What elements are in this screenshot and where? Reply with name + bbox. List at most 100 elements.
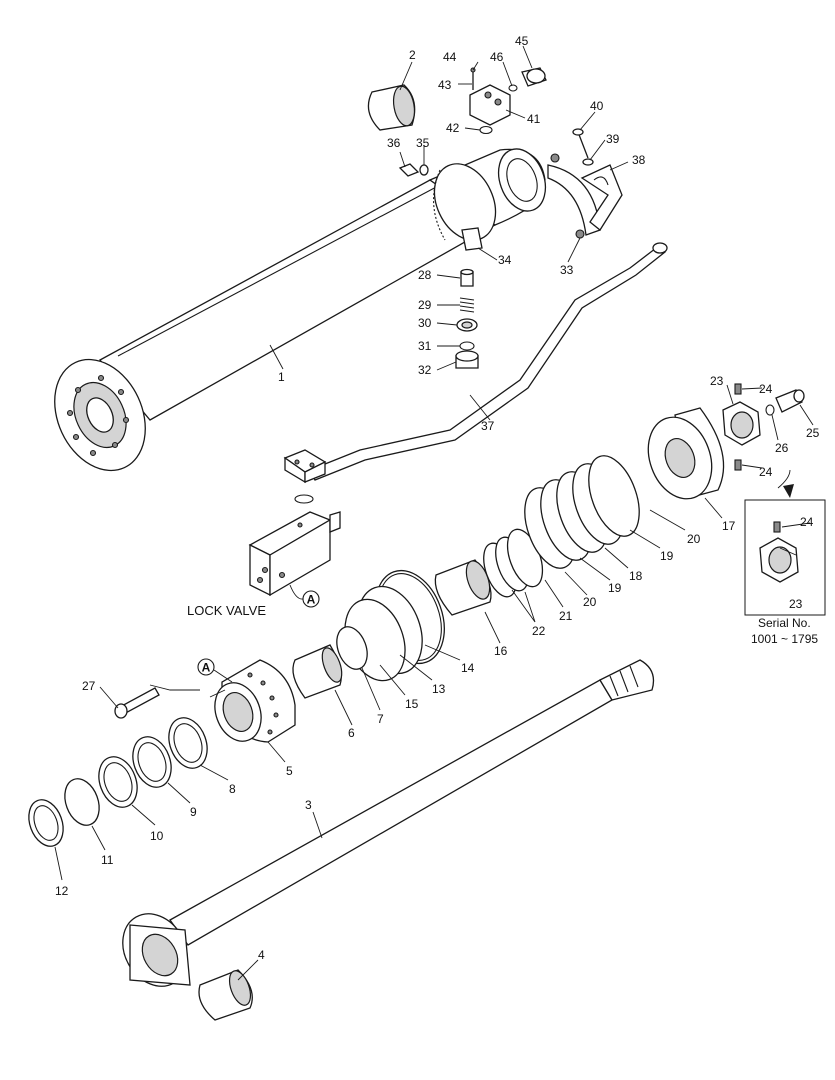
seal-11 — [64, 778, 100, 826]
oring-42 — [479, 125, 493, 135]
label-33: 33 — [560, 263, 574, 277]
seal-9 — [132, 736, 172, 788]
seal-8 — [168, 717, 208, 769]
bolt-40 — [572, 128, 589, 159]
ref-marker-text: A — [202, 661, 211, 675]
leader-lines — [54, 45, 814, 981]
label-28: 28 — [418, 268, 432, 282]
ref-marker-rod-cover: A — [197, 658, 215, 676]
label-6: 6 — [348, 726, 355, 740]
ref-marker-lock-valve: A — [302, 590, 320, 608]
washer-35 — [419, 164, 429, 176]
label-19-a: 19 — [660, 549, 674, 563]
label-18: 18 — [629, 569, 643, 583]
bolt-36 — [398, 163, 420, 177]
label-34: 34 — [498, 253, 512, 267]
label-22: 22 — [532, 624, 546, 638]
label-11: 11 — [101, 853, 114, 867]
label-44: 44 — [443, 50, 457, 64]
ring-20b — [588, 455, 640, 537]
ref-leader-lock — [289, 584, 304, 600]
cylinder-tube — [54, 148, 547, 472]
piston-17 — [647, 407, 725, 500]
label-5: 5 — [286, 764, 293, 778]
label-46: 46 — [490, 50, 504, 64]
label-14: 14 — [461, 661, 475, 675]
label-39: 39 — [606, 132, 620, 146]
label-38: 38 — [632, 153, 646, 167]
screw-44-43 — [470, 67, 476, 90]
clamp-33 — [547, 153, 601, 239]
pipe-37 — [309, 242, 668, 481]
label-27: 27 — [82, 679, 96, 693]
label-31: 31 — [418, 339, 432, 353]
label-8: 8 — [229, 782, 236, 796]
label-21: 21 — [559, 609, 573, 623]
label-3: 3 — [305, 798, 312, 812]
label-23-a: 23 — [710, 374, 724, 388]
serial-inset-box — [744, 499, 826, 616]
bolt-27 — [114, 687, 160, 719]
oring-46 — [508, 84, 518, 92]
callout-arrowhead — [783, 484, 794, 498]
bushing-4 — [198, 969, 253, 1021]
label-43: 43 — [438, 78, 452, 92]
port-block — [469, 84, 511, 126]
cap-32 — [455, 350, 479, 369]
nut-23 — [722, 401, 761, 446]
label-20-b: 20 — [583, 595, 597, 609]
oring-lock-valve — [294, 494, 314, 504]
label-23-b: 23 — [789, 597, 803, 611]
ring-7 — [336, 626, 368, 670]
setscrew-24a — [734, 383, 742, 395]
label-40: 40 — [590, 99, 604, 113]
label-17: 17 — [722, 519, 736, 533]
fitting-45 — [521, 67, 547, 87]
serial-label: Serial No. — [758, 616, 811, 630]
bushing-2 — [367, 84, 416, 131]
label-26: 26 — [775, 441, 789, 455]
label-16: 16 — [494, 644, 508, 658]
part-number-labels: 1 2 3 4 5 6 7 8 9 10 11 12 13 14 15 16 1… — [55, 34, 820, 962]
clamp-34 — [461, 227, 483, 251]
rod-cover-5 — [214, 659, 296, 743]
pin-25 — [775, 389, 805, 413]
label-20-a: 20 — [687, 532, 701, 546]
bushing-6 — [292, 644, 343, 699]
label-24-a: 24 — [759, 382, 773, 396]
label-2: 2 — [409, 48, 416, 62]
label-35: 35 — [416, 136, 430, 150]
lock-valve-label: LOCK VALVE — [187, 603, 266, 618]
seal-10 — [98, 756, 138, 808]
serial-range: 1001 ~ 1795 — [751, 632, 818, 646]
label-19-b: 19 — [608, 581, 622, 595]
oring-26 — [765, 404, 775, 416]
plug-28 — [460, 268, 474, 287]
setscrew-24b — [734, 459, 742, 471]
label-32: 32 — [418, 363, 432, 377]
spring-29 — [459, 297, 475, 313]
label-45: 45 — [515, 34, 529, 48]
label-1: 1 — [278, 370, 285, 384]
label-36: 36 — [387, 136, 401, 150]
label-25: 25 — [806, 426, 820, 440]
bushing-16 — [434, 559, 492, 616]
label-4: 4 — [258, 948, 265, 962]
label-7: 7 — [377, 712, 384, 726]
label-13: 13 — [432, 682, 446, 696]
label-24-b: 24 — [759, 465, 773, 479]
lock-valve-block — [248, 511, 341, 597]
washer-39 — [582, 158, 594, 166]
label-37: 37 — [481, 419, 495, 433]
bracket-38 — [580, 164, 623, 231]
label-12: 12 — [55, 884, 69, 898]
seal-12 — [28, 799, 64, 847]
callout-arrow — [777, 469, 791, 489]
ref-marker-text: A — [307, 593, 316, 607]
label-30: 30 — [418, 316, 432, 330]
label-24-c: 24 — [800, 515, 814, 529]
piston-rod-3 — [122, 659, 655, 987]
label-41: 41 — [527, 112, 541, 126]
lock-valve-flange — [283, 449, 327, 484]
